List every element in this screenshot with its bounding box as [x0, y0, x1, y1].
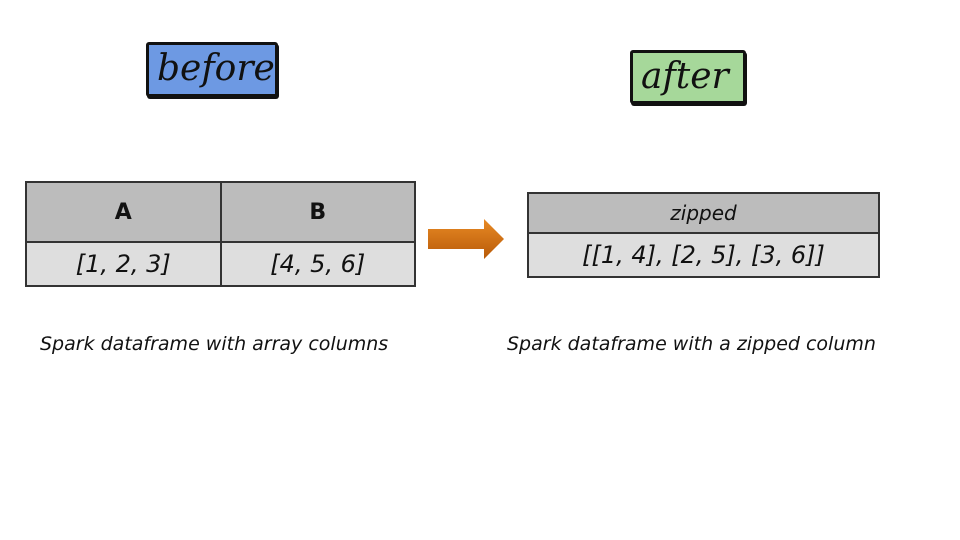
table-row: [[1, 4], [2, 5], [3, 6]]: [527, 232, 880, 278]
column-header-zipped: zipped: [527, 192, 880, 234]
before-caption: Spark dataframe with array columns: [40, 333, 389, 355]
right-arrow-icon: [428, 219, 504, 259]
cell-zipped: [[1, 4], [2, 5], [3, 6]]: [527, 232, 880, 278]
cell-a: [1, 2, 3]: [25, 241, 222, 287]
table-row: [1, 2, 3] [4, 5, 6]: [25, 241, 416, 287]
after-caption: Spark dataframe with a zipped column: [507, 333, 876, 355]
cell-b: [4, 5, 6]: [219, 241, 416, 287]
before-dataframe-table: A B [1, 2, 3] [4, 5, 6]: [25, 181, 416, 287]
column-header-b: B: [219, 181, 416, 243]
after-label: after: [630, 50, 746, 104]
table-header-row: A B: [25, 181, 416, 243]
after-dataframe-table: zipped [[1, 4], [2, 5], [3, 6]]: [527, 192, 880, 278]
before-label: before: [146, 42, 278, 97]
column-header-a: A: [25, 181, 222, 243]
table-header-row: zipped: [527, 192, 880, 234]
